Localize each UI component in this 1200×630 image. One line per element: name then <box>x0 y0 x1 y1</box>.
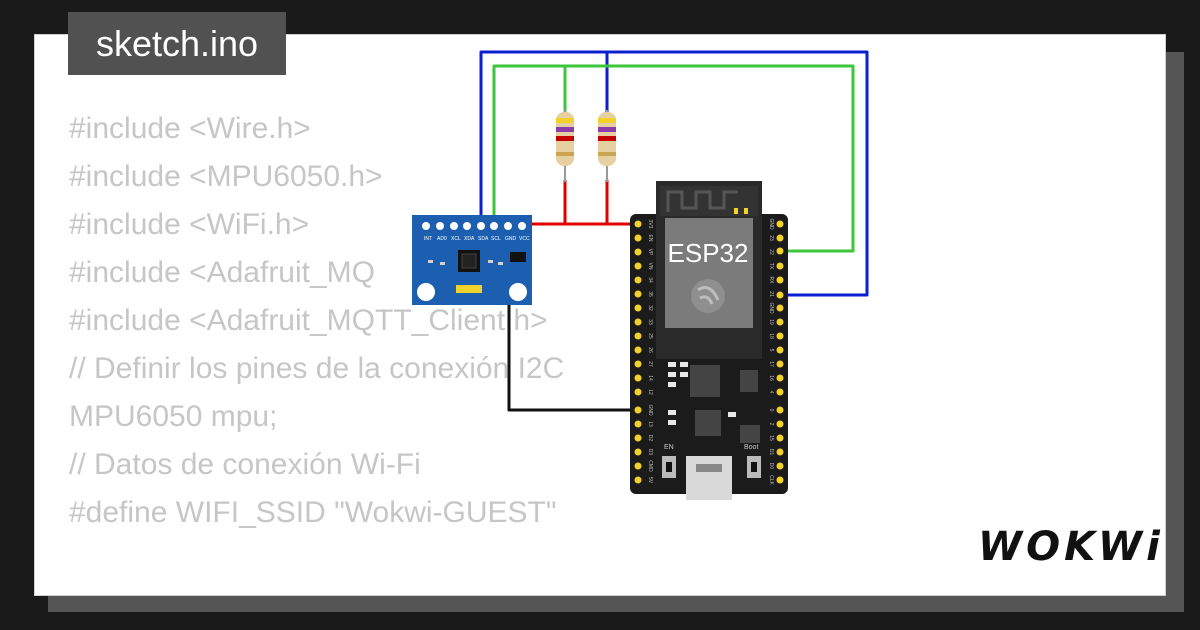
esp-right-pin-label: CLK <box>768 475 774 485</box>
esp-right-pin-label: D0 <box>768 463 774 470</box>
code-line: // Definir los pines de la conexión I2C <box>69 352 565 385</box>
mpu-pin-label: VCC <box>519 236 530 242</box>
code-line: #include <Wire.h> <box>69 112 311 145</box>
esp32-chip-label: ESP32 <box>668 238 749 268</box>
mpu-pin-label: SCL <box>491 236 501 242</box>
esp-left-pin-label: D3 <box>647 449 653 456</box>
wire-blue-scl <box>479 50 869 297</box>
esp-left-pin-label: 12 <box>647 389 653 395</box>
espressif-logo-icon <box>691 279 725 313</box>
code-line: MPU6050 mpu; <box>69 400 278 433</box>
usb-port <box>686 456 732 500</box>
esp-right-pin-label: 17 <box>768 361 774 367</box>
mpu-pin-label: AD0 <box>437 236 447 242</box>
code-preview: #include <Wire.h> #include <MPU6050.h> #in… <box>69 105 564 537</box>
mpu-pin-label: XDA <box>464 236 475 242</box>
mpu-pin-label: XCL <box>451 236 461 242</box>
esp-right-pin-label: 18 <box>768 333 774 339</box>
wokwi-logo: WOKWi <box>978 524 1164 570</box>
esp-right-pin-label: 2 <box>768 423 774 426</box>
wire-green-sda <box>492 64 855 253</box>
esp-right-pin-label: 16 <box>768 375 774 381</box>
esp-left-pin-label: 14 <box>647 375 653 381</box>
sketch-filename-tab: sketch.ino <box>68 12 286 75</box>
esp-left-pin-label: 34 <box>647 277 653 283</box>
esp-left-pin-label: VN <box>647 263 653 270</box>
esp-right-pin-label: D1 <box>768 449 774 456</box>
esp32-board: ESP32 EN Boot <box>630 181 788 500</box>
mpu-pin-label: SDA <box>478 236 489 242</box>
esp-left-pin-label: 13 <box>647 421 653 427</box>
esp-right-pin-label: 0 <box>768 409 774 412</box>
esp-left-pin-label: 33 <box>647 319 653 325</box>
esp-right-pin-label: GND <box>768 218 774 230</box>
esp-right-pin-label: GND <box>768 302 774 314</box>
esp-right-pin-label: RX <box>768 277 774 285</box>
resistor-2 <box>598 110 616 182</box>
code-line: #include <Adafruit_MQ <box>69 256 376 289</box>
esp-right-pin-label: 22 <box>768 249 774 255</box>
esp-left-pin-label: 32 <box>647 305 653 311</box>
esp-right-pin-label: 5 <box>768 349 774 352</box>
mpu-pin-label: INT <box>424 236 432 242</box>
esp-left-pin-label: 35 <box>647 291 653 297</box>
esp-left-pin-label: VP <box>647 249 653 256</box>
esp-left-pin-label: 27 <box>647 361 653 367</box>
esp-right-pin-label: 19 <box>768 319 774 325</box>
esp-left-pin-label: CMD <box>647 460 653 472</box>
esp-left-pin-label: D2 <box>647 435 653 442</box>
esp-right-pin-label: 23 <box>768 235 774 241</box>
code-line: #include <WiFi.h> <box>69 208 310 241</box>
resistor-1 <box>556 110 574 182</box>
esp-left-pin-label: EN <box>647 235 653 242</box>
esp-left-pin-label: 5V <box>647 477 653 484</box>
en-label: EN <box>664 444 674 451</box>
code-line: // Datos de conexión Wi-Fi <box>69 448 421 481</box>
esp-right-pin-label: TX <box>768 263 774 270</box>
mpu6050-module: INT AD0 XCL XDA SDA SCL GND VCC <box>412 215 532 305</box>
esp-left-pin-label: 26 <box>647 347 653 353</box>
esp-right-pin-label: 21 <box>768 291 774 297</box>
boot-label: Boot <box>744 444 758 451</box>
esp-right-pin-label: 15 <box>768 435 774 441</box>
esp-left-pin-label: GND <box>647 404 653 416</box>
code-line: #define WIFI_SSID "Wokwi-GUEST" <box>69 496 557 529</box>
esp-left-pin-label: 25 <box>647 333 653 339</box>
esp-right-pin-label: 4 <box>768 391 774 394</box>
code-line: #include <Adafruit_MQTT_Client.h> <box>69 304 548 337</box>
code-line: #include <MPU6050.h> <box>69 160 383 193</box>
mpu-pin-label: GND <box>505 236 517 242</box>
esp-left-pin-label: 3V3 <box>647 220 653 229</box>
